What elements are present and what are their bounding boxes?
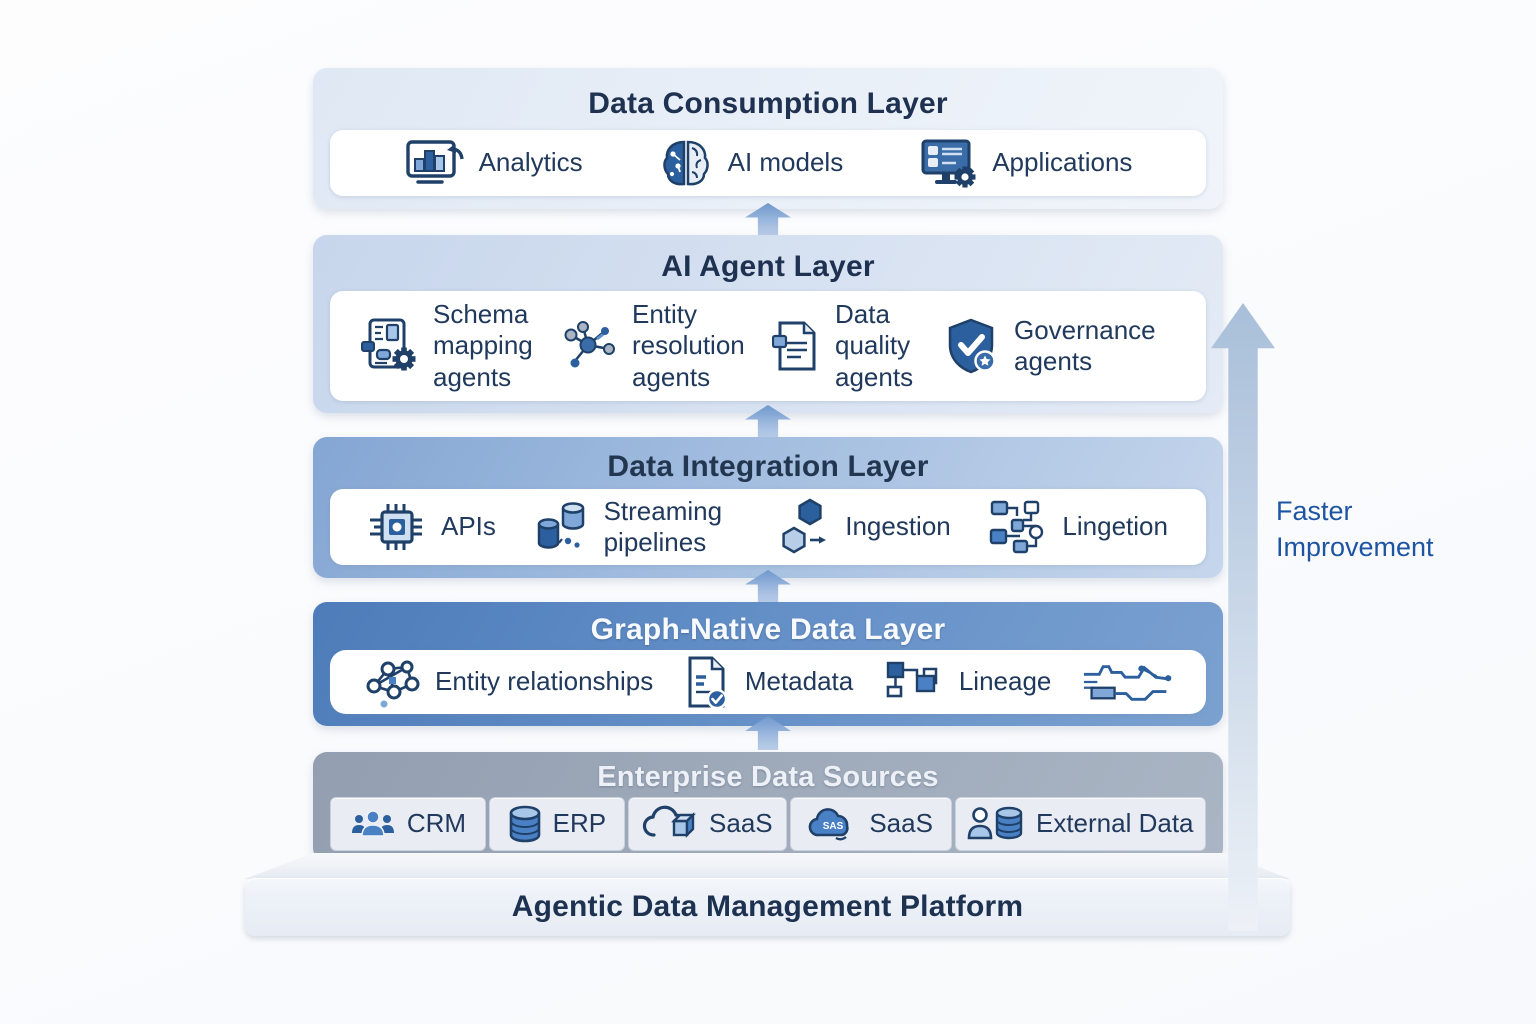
- apis-chip-icon: [370, 504, 422, 550]
- erp-database-icon: [509, 805, 540, 843]
- saas-cloud-badge-text: SAS: [823, 821, 844, 832]
- flow-trace-icon: [1083, 665, 1172, 701]
- item-label: Applications: [992, 147, 1133, 178]
- layer-graph-native-data: Graph-Native Data Layer Entity relations…: [313, 602, 1223, 726]
- external-data-icon: [967, 806, 1023, 840]
- layer-ai-agent: AI Agent Layer: [313, 235, 1223, 413]
- item-label: SaaS: [709, 808, 773, 839]
- entity-resolution-icon: [564, 321, 615, 368]
- layer-items-data-consumption: Analytics AI models: [330, 130, 1206, 196]
- layer-title-graph-native: Graph-Native Data Layer: [590, 613, 946, 646]
- item-label: Entity resolution agents: [632, 299, 745, 392]
- item-entity-resolution-agents: Entity resolution agents: [559, 299, 766, 393]
- data-quality-icon: [772, 321, 816, 371]
- item-label: Ingestion: [845, 511, 951, 542]
- schema-mapping-icon: [361, 318, 416, 371]
- layer-items-graph-native: Entity relationships Metadata: [330, 650, 1206, 714]
- metadata-document-icon: [688, 656, 728, 709]
- item-analytics: Analytics: [404, 137, 583, 189]
- gear-icon: [954, 166, 976, 188]
- item-streaming-pipelines: Streaming pipelines: [535, 496, 742, 558]
- item-label: Metadata: [744, 666, 854, 697]
- entity-relationships-icon: [366, 660, 420, 708]
- layer-data-consumption: Data Consumption Layer Analytics: [313, 68, 1223, 209]
- saas-cloud-box-icon: [642, 805, 696, 838]
- ingestion-icon: [782, 498, 827, 554]
- item-label: SaaS: [869, 808, 933, 839]
- layer-enterprise-data-sources: Enterprise Data Sources CRM ERP: [313, 752, 1223, 862]
- item-label: Schema mapping agents: [433, 299, 533, 392]
- analytics-icon: [405, 140, 464, 184]
- item-label: Streaming pipelines: [603, 495, 723, 557]
- item-label: AI models: [727, 147, 844, 178]
- platform-bar: Agentic Data Management Platform: [245, 878, 1290, 936]
- ai-models-icon: [662, 140, 709, 186]
- item-label: Analytics: [478, 147, 583, 178]
- item-lingetion: Lingetion: [989, 500, 1168, 554]
- item-schema-mapping-agents: Schema mapping agents: [360, 299, 553, 393]
- lineage-nodes-icon: [886, 661, 938, 698]
- item-metadata: Metadata: [684, 655, 853, 709]
- layer-data-integration: Data Integration Layer APIs: [313, 437, 1223, 578]
- item-entity-relationships: Entity relationships: [362, 656, 653, 708]
- layer-items-ai-agent: Schema mapping agents Entity resolution …: [330, 291, 1206, 401]
- gear-icon: [392, 347, 416, 371]
- crm-people-icon: [351, 810, 394, 837]
- item-label: APIs: [441, 511, 496, 542]
- item-lineage: Lineage: [884, 659, 1052, 705]
- source-box-saas-cloud: SAS SaaS: [789, 797, 952, 851]
- layer-items-enterprise-sources: CRM ERP SaaS: [330, 797, 1206, 851]
- item-flow-trace: [1082, 659, 1174, 705]
- governance-shield-icon: [948, 318, 996, 374]
- item-apis: APIs: [368, 500, 496, 554]
- item-label: Governance agents: [1014, 314, 1156, 376]
- streaming-pipelines-icon: [537, 502, 584, 549]
- applications-icon: [921, 139, 976, 188]
- item-data-quality-agents: Data quality agents: [772, 299, 937, 393]
- item-label: CRM: [406, 808, 467, 839]
- layer-title-ai-agent: AI Agent Layer: [661, 250, 875, 283]
- platform-base-3d: [245, 853, 1290, 879]
- source-box-erp: ERP: [488, 797, 625, 851]
- item-governance-agents: Governance agents: [943, 315, 1176, 377]
- source-box-external-data: External Data: [954, 797, 1206, 851]
- item-applications: Applications: [919, 137, 1132, 189]
- item-label: ERP: [552, 808, 607, 839]
- item-label: External Data: [1035, 808, 1194, 839]
- layer-title-data-integration: Data Integration Layer: [607, 450, 929, 483]
- item-label: Data quality agents: [835, 299, 914, 392]
- improvement-label: Faster Improvement: [1276, 496, 1434, 562]
- item-ingestion: Ingestion: [780, 498, 951, 556]
- lingetion-flow-icon: [990, 500, 1044, 554]
- platform-title: Agentic Data Management Platform: [511, 890, 1024, 923]
- item-ai-models: AI models: [659, 138, 844, 188]
- source-box-crm: CRM: [330, 797, 486, 851]
- item-label: Lineage: [958, 666, 1052, 697]
- layer-items-data-integration: APIs Streaming pipelines: [330, 489, 1206, 565]
- layer-title-data-consumption: Data Consumption Layer: [588, 87, 948, 120]
- layer-title-enterprise-sources: Enterprise Data Sources: [597, 761, 939, 793]
- item-label: Entity relationships: [435, 666, 654, 697]
- saas-cloud-icon: SAS: [808, 808, 849, 841]
- item-label: Lingetion: [1062, 511, 1168, 542]
- source-box-saas-cloud-box: SaaS: [627, 797, 787, 851]
